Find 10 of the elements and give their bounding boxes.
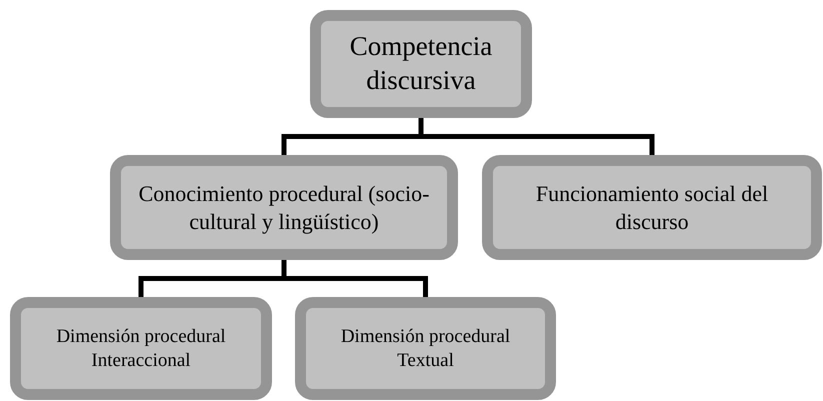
concept-box bbox=[110, 155, 458, 260]
box-label: Conocimiento procedural (socio-cultural y lingüístico) bbox=[138, 180, 430, 235]
concept-box bbox=[482, 155, 822, 260]
concept-box bbox=[10, 297, 272, 400]
box-label: Dimensión procedural Interaccional bbox=[55, 324, 227, 372]
box-label: Competencia discursiva bbox=[348, 30, 494, 97]
box-label: Funcionamiento social del discurso bbox=[534, 180, 770, 235]
box-label: Dimensión procedural Textual bbox=[340, 324, 512, 372]
concept-box bbox=[310, 10, 532, 118]
concept-box bbox=[295, 297, 556, 400]
